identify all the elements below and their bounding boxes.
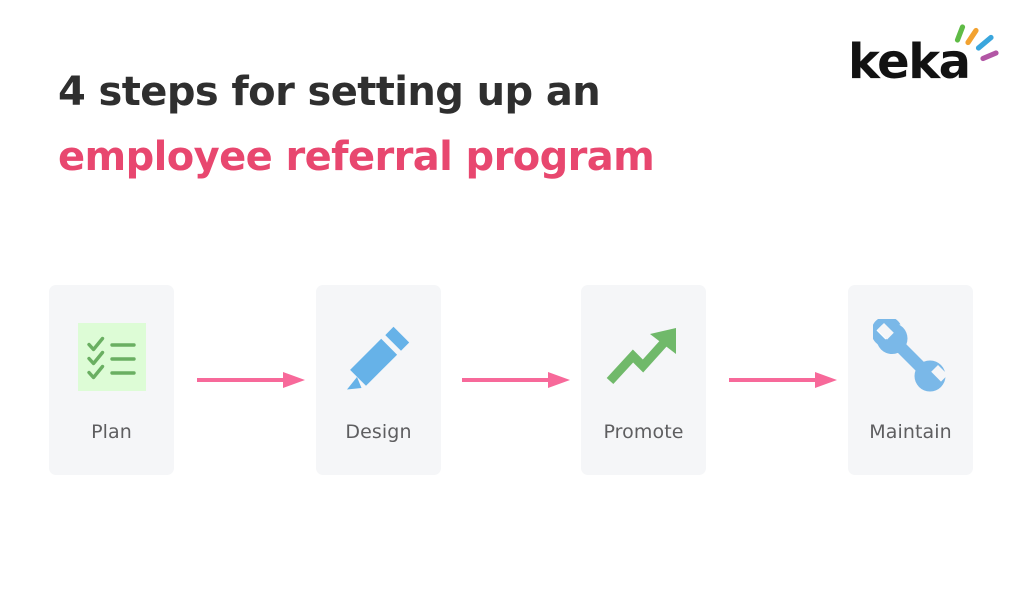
step-label-design: Design <box>345 421 412 443</box>
step-card-maintain[interactable]: Maintain <box>848 285 973 475</box>
headline-line-2: employee referral program <box>58 133 655 180</box>
keka-logo: keka <box>848 24 1000 86</box>
arrow-plan-to-design-icon <box>197 372 305 388</box>
trending-up-arrow-icon <box>606 328 676 385</box>
step-label-plan: Plan <box>91 421 132 443</box>
step-card-design[interactable]: Design <box>316 285 441 475</box>
steps-row: Plan Design <box>0 285 1024 477</box>
headline-line-1: 4 steps for setting up an <box>58 69 601 115</box>
step-label-promote: Promote <box>603 421 684 443</box>
step-icon-wrap-promote <box>581 315 706 399</box>
checklist-icon <box>77 323 146 391</box>
keka-logo-rays-icon <box>954 24 999 62</box>
step-card-promote[interactable]: Promote <box>581 285 706 475</box>
step-icon-wrap-maintain <box>848 315 973 399</box>
step-card-plan[interactable]: Plan <box>49 285 174 475</box>
step-label-maintain: Maintain <box>869 421 952 443</box>
step-icon-wrap-design <box>316 315 441 399</box>
arrow-design-to-promote-icon <box>462 372 570 388</box>
pencil-icon <box>346 326 409 390</box>
wrench-icon <box>872 319 948 392</box>
keka-logo-wordmark: keka <box>848 34 971 90</box>
headline-block: 4 steps for setting up an employee refer… <box>58 60 778 190</box>
arrow-promote-to-maintain-icon <box>729 372 837 388</box>
step-icon-wrap-plan <box>49 315 174 399</box>
